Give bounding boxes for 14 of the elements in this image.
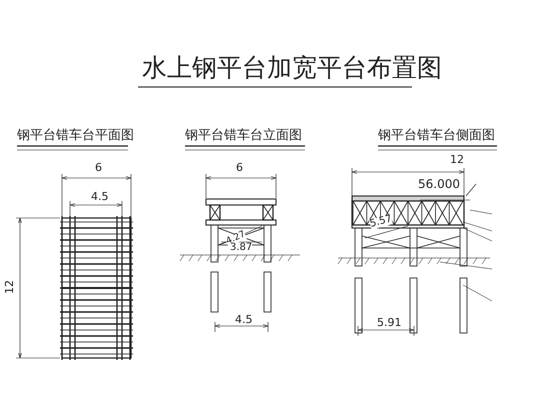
dimension-text: 12	[450, 154, 464, 165]
elevation-mark: 56.000	[418, 178, 460, 190]
dimension-text: 5.57	[369, 214, 394, 230]
drawing-title: 水上钢平台加宽平台布置图	[142, 55, 442, 80]
view-title: 钢平台错车台侧面图	[378, 129, 495, 142]
dimension-text: 4.5	[235, 314, 252, 325]
dimension-text: 3.87	[230, 243, 252, 253]
dimension-text: 6	[236, 162, 243, 173]
view-title: 钢平台错车台立面图	[185, 129, 302, 142]
dimension-text: 6	[95, 162, 102, 173]
view-title: 钢平台错车台平面图	[17, 129, 134, 142]
dimension-text: 4.5	[91, 191, 108, 202]
dimension-text: 5.91	[377, 317, 402, 328]
dimension-text: 12	[4, 280, 15, 294]
